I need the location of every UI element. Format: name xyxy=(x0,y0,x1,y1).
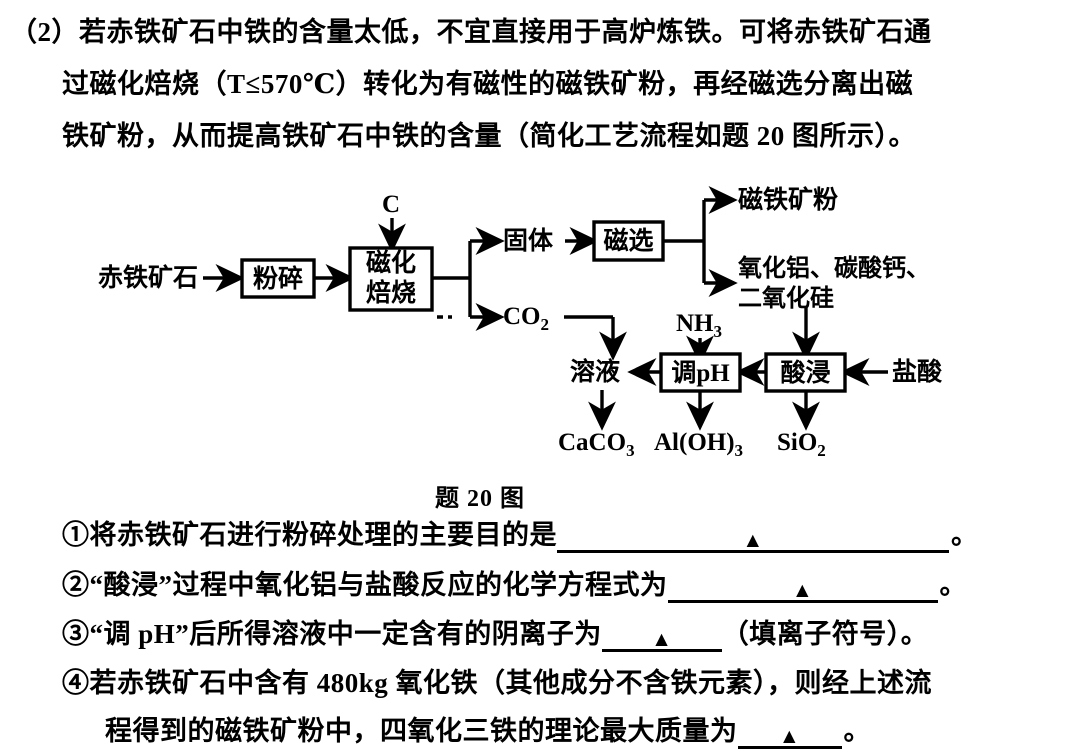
box-crush-label: 粉碎 xyxy=(252,266,303,293)
box-acid-leach-label: 酸浸 xyxy=(780,360,831,387)
sub-question-1: ①将赤铁矿石进行粉碎处理的主要目的是 ▲ 。 xyxy=(62,520,979,554)
box-magnetizing-roast-line1: 磁化 xyxy=(365,250,416,277)
answer-blank-4[interactable]: ▲ xyxy=(737,718,842,750)
answer-blank-3[interactable]: ▲ xyxy=(601,621,722,653)
label-residues-line2: 二氧化硅 xyxy=(738,286,834,312)
label-hydrochloric-acid: 盐酸 xyxy=(892,359,943,386)
sub-question-3-text: “调 pH”后所得溶液中一定含有的阴离子为 xyxy=(89,619,602,649)
sub-question-2-marker: ② xyxy=(62,570,90,600)
label-solid: 固体 xyxy=(503,228,554,255)
label-solution: 溶液 xyxy=(570,359,621,386)
sub-question-1-period: 。 xyxy=(951,520,979,550)
sub-question-2-text: “酸浸”过程中氧化铝与盐酸反应的化学方程式为 xyxy=(89,570,668,600)
stem-line-1: （2）若赤铁矿石中铁的含量太低，不宜直接用于高炉炼铁。可将赤铁矿石通 xyxy=(10,17,932,47)
sub-question-4-line2: 程得到的磁铁矿粉中，四氧化三铁的理论最大质量为 ▲ 。 xyxy=(105,716,871,750)
sub-question-4: ④若赤铁矿石中含有 480kg 氧化铁（其他成分不含铁元素），则经上述流 xyxy=(62,670,932,697)
sub-question-3-suffix: （填离子符号）。 xyxy=(721,619,929,649)
diagram-connectors xyxy=(203,186,888,431)
figure-caption: 题 20 图 xyxy=(0,478,1080,513)
box-magnetic-separation-label: 磁选 xyxy=(603,228,654,255)
sub-question-4-text-line2: 程得到的磁铁矿粉中，四氧化三铁的理论最大质量为 xyxy=(105,716,738,746)
label-carbon-input: C xyxy=(382,191,401,218)
label-residues: 氧化铝、碳酸钙、 二氧化硅 xyxy=(738,254,930,314)
label-hematite-ore: 赤铁矿石 xyxy=(98,265,199,292)
sub-question-3-marker: ③ xyxy=(62,619,90,649)
label-aluminium-hydroxide: Al(OH)3 xyxy=(654,429,744,460)
figure-caption-text: 题 20 图 xyxy=(435,486,525,512)
sub-question-4-period: 。 xyxy=(843,716,871,746)
label-residues-line1: 氧化铝、碳酸钙、 xyxy=(738,256,930,282)
box-magnetizing-roast-label: 磁化 焙烧 xyxy=(350,249,432,309)
label-calcium-carbonate: CaCO3 xyxy=(558,429,635,460)
blank-triangle-4: ▲ xyxy=(778,723,801,748)
sub-question-1-text: 将赤铁矿石进行粉碎处理的主要目的是 xyxy=(89,520,557,550)
blank-triangle-1: ▲ xyxy=(742,527,764,552)
box-magnetizing-roast-line2: 焙烧 xyxy=(365,280,416,307)
label-silicon-dioxide: SiO2 xyxy=(777,429,826,460)
label-carbon-dioxide: CO2 xyxy=(503,303,549,334)
process-flow-diagram: 赤铁矿石 C 粉碎 磁化 焙烧 固体 磁选 CO2 磁铁矿粉 氧化铝、碳酸钙、 … xyxy=(0,178,1080,478)
sub-question-2: ②“酸浸”过程中氧化铝与盐酸反应的化学方程式为 ▲ 。 xyxy=(62,570,967,604)
sub-question-1-marker: ① xyxy=(62,520,90,550)
box-adjust-ph-label: 调pH xyxy=(671,360,730,387)
stem-line-2: 过磁化焙烧（T≤570℃）转化为有磁性的磁铁矿粉，再经磁选分离出磁 xyxy=(62,69,914,99)
sub-question-2-period: 。 xyxy=(939,570,967,600)
answer-blank-2[interactable]: ▲ xyxy=(667,572,938,604)
stem-line-3: 铁矿粉，从而提高铁矿石中铁的含量（简化工艺流程如题 20 图所示）。 xyxy=(62,121,916,151)
blank-triangle-3: ▲ xyxy=(651,626,673,651)
answer-blank-1[interactable]: ▲ xyxy=(557,522,949,554)
label-magnetite-powder: 磁铁矿粉 xyxy=(738,187,839,214)
blank-triangle-2: ▲ xyxy=(791,577,814,602)
sub-question-3: ③“调 pH”后所得溶液中一定含有的阴离子为 ▲ （填离子符号）。 xyxy=(62,619,929,653)
sub-question-4-marker: ④ xyxy=(62,668,90,698)
question-stem: （2）若赤铁矿石中铁的含量太低，不宜直接用于高炉炼铁。可将赤铁矿石通 过磁化焙烧… xyxy=(0,6,1080,162)
label-ammonia-input: NH3 xyxy=(676,310,722,341)
sub-question-4-text: 若赤铁矿石中含有 480kg 氧化铁（其他成分不含铁元素），则经上述流 xyxy=(89,668,933,698)
